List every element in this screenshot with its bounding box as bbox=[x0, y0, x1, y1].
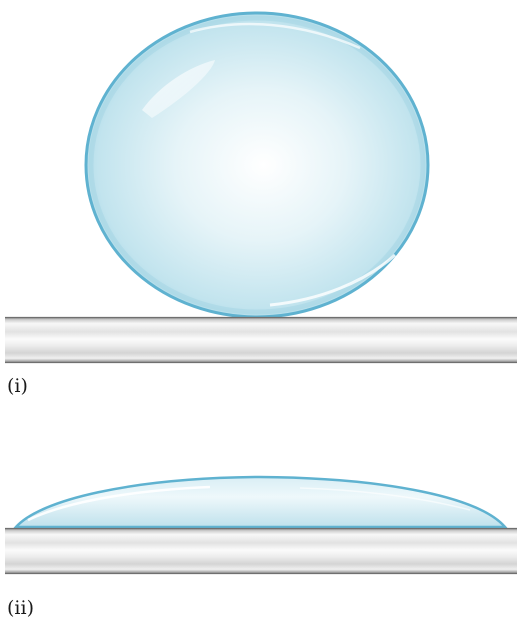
solid-surface-i bbox=[5, 317, 517, 363]
panel-ii: (ii) bbox=[5, 477, 517, 619]
panel-label-i: (i) bbox=[7, 375, 28, 397]
panel-label-ii: (ii) bbox=[7, 597, 34, 619]
panel-i: (i) bbox=[5, 13, 517, 397]
solid-surface-ii bbox=[5, 528, 517, 574]
spherical-droplet bbox=[86, 13, 428, 317]
